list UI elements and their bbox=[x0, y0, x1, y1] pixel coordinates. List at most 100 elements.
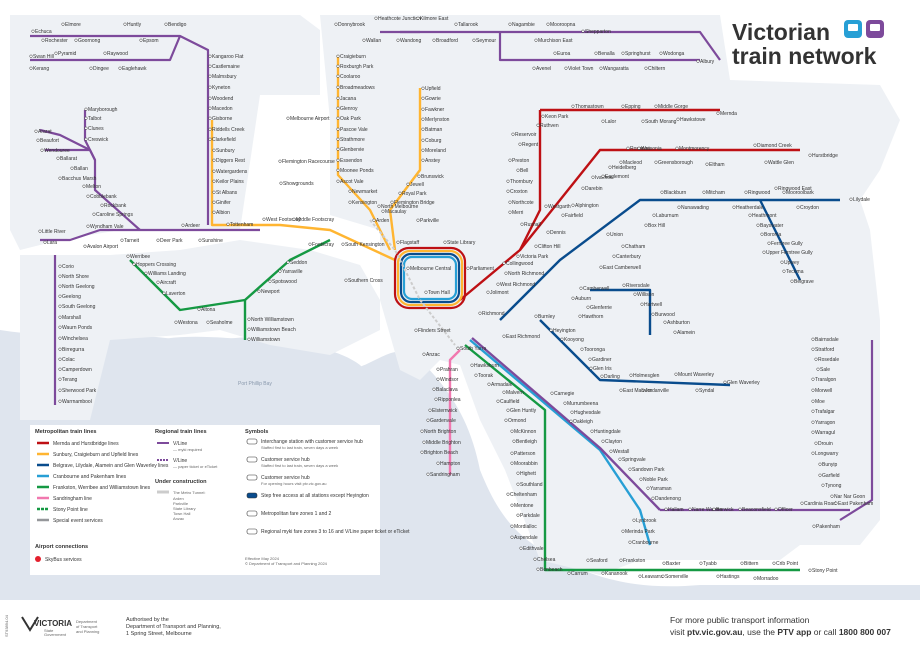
station-label: Regent bbox=[522, 142, 539, 148]
station-label: Mitcham bbox=[706, 190, 725, 196]
station-label: Watergardens bbox=[216, 169, 248, 175]
station-label: Flinders Street bbox=[418, 328, 451, 334]
legend-construction-station: Anzac bbox=[173, 516, 184, 521]
station-marker bbox=[426, 472, 430, 476]
station-label: Moe bbox=[815, 399, 825, 405]
station-label: Kooyong bbox=[564, 337, 584, 343]
station-marker bbox=[422, 440, 426, 444]
legend-symbol-icon bbox=[246, 492, 258, 499]
station-marker bbox=[421, 127, 425, 131]
station-marker bbox=[622, 283, 626, 287]
station-label: Ringwood bbox=[748, 190, 770, 196]
station-label: Terang bbox=[62, 377, 78, 383]
station-label: Collingwood bbox=[506, 261, 533, 267]
station-marker bbox=[58, 176, 62, 180]
station-marker bbox=[406, 182, 410, 186]
station-marker bbox=[506, 189, 510, 193]
station-marker bbox=[58, 347, 62, 351]
station-marker bbox=[619, 388, 623, 392]
station-marker bbox=[164, 22, 168, 26]
station-label: Keilor Plains bbox=[216, 179, 244, 185]
station-marker bbox=[83, 244, 87, 248]
station-marker bbox=[487, 382, 491, 386]
station-marker bbox=[208, 85, 212, 89]
station-label: Melton bbox=[86, 184, 101, 190]
station-marker bbox=[348, 189, 352, 193]
station-label: Middle Gorge bbox=[658, 104, 688, 110]
station-label: Ginifer bbox=[216, 200, 231, 206]
station-marker bbox=[348, 200, 352, 204]
station-marker bbox=[774, 507, 778, 511]
station-label: Tooronga bbox=[584, 347, 605, 353]
station-marker bbox=[208, 64, 212, 68]
station-label: Stony Point bbox=[812, 568, 838, 574]
station-marker bbox=[673, 330, 677, 334]
station-marker bbox=[212, 179, 216, 183]
belgrave-line bbox=[758, 199, 802, 281]
station-label: East Richmond bbox=[506, 334, 540, 340]
footer-url: ptv.vic.gov.au bbox=[687, 627, 742, 637]
station-label: Epping bbox=[625, 104, 641, 110]
station-marker bbox=[738, 507, 742, 511]
station-marker bbox=[70, 166, 74, 170]
station-marker bbox=[606, 232, 610, 236]
station-label: Wodonga bbox=[663, 51, 685, 57]
station-label: West Footscray bbox=[266, 217, 301, 223]
station-label: Nunawading bbox=[681, 205, 709, 211]
station-label: Hallam bbox=[668, 507, 684, 513]
station-label: Goornong bbox=[78, 38, 100, 44]
vline-seymour bbox=[380, 30, 700, 62]
station-label: Oakleigh bbox=[573, 419, 593, 425]
station-label: Westona bbox=[178, 320, 198, 326]
station-marker bbox=[628, 467, 632, 471]
station-marker bbox=[466, 266, 470, 270]
station-marker bbox=[601, 119, 605, 123]
station-marker bbox=[569, 419, 573, 423]
station-marker bbox=[560, 337, 564, 341]
station-marker bbox=[334, 22, 338, 26]
station-marker bbox=[589, 366, 593, 370]
svg-text:Government: Government bbox=[44, 632, 67, 637]
station-label: Ardeer bbox=[185, 223, 200, 229]
station-label: Tottenham bbox=[230, 222, 253, 228]
station-label: Wangaratta bbox=[603, 66, 629, 72]
station-marker bbox=[814, 441, 818, 445]
station-marker bbox=[626, 146, 630, 150]
station-marker bbox=[760, 232, 764, 236]
station-label: Heyington bbox=[553, 328, 576, 334]
station-label: Beaufort bbox=[40, 138, 60, 144]
station-label: Croydon bbox=[800, 205, 819, 211]
station-label: South Yarra bbox=[460, 346, 486, 352]
station-label: Wandong bbox=[400, 38, 421, 44]
station-label: Violet Town bbox=[568, 66, 594, 72]
station-marker bbox=[344, 278, 348, 282]
station-label: Burnley bbox=[538, 314, 555, 320]
station-label: Belgrave bbox=[794, 279, 814, 285]
station-label: Newmarket bbox=[352, 189, 378, 195]
station-label: Darebin bbox=[585, 186, 603, 192]
legend-metro-label: Special event services bbox=[53, 518, 103, 524]
station-label: Clayton bbox=[605, 439, 622, 445]
sandringham-line bbox=[448, 349, 461, 475]
station-label: Traralgon bbox=[815, 377, 836, 383]
region-block bbox=[320, 15, 900, 575]
svg-text:State: State bbox=[44, 628, 54, 633]
station-marker bbox=[756, 223, 760, 227]
station-marker bbox=[599, 265, 603, 269]
station-marker bbox=[212, 148, 216, 152]
station-label: Rockbank bbox=[104, 203, 127, 209]
station-label: Diggers Rest bbox=[216, 158, 246, 164]
station-label: Ivanhoe bbox=[595, 175, 613, 181]
pakenham-line bbox=[471, 337, 661, 511]
station-label: Brighton Beach bbox=[424, 450, 458, 456]
station-label: Montmorency bbox=[679, 146, 710, 152]
station-marker bbox=[103, 51, 107, 55]
station-label: Gowrie bbox=[425, 96, 441, 102]
station-marker bbox=[54, 51, 58, 55]
station-label: Upper Ferntree Gully bbox=[766, 250, 813, 256]
station-label: Rushall bbox=[524, 222, 541, 228]
station-marker bbox=[618, 457, 622, 461]
station-marker bbox=[716, 574, 720, 578]
station-label: Pyramid bbox=[58, 51, 77, 57]
